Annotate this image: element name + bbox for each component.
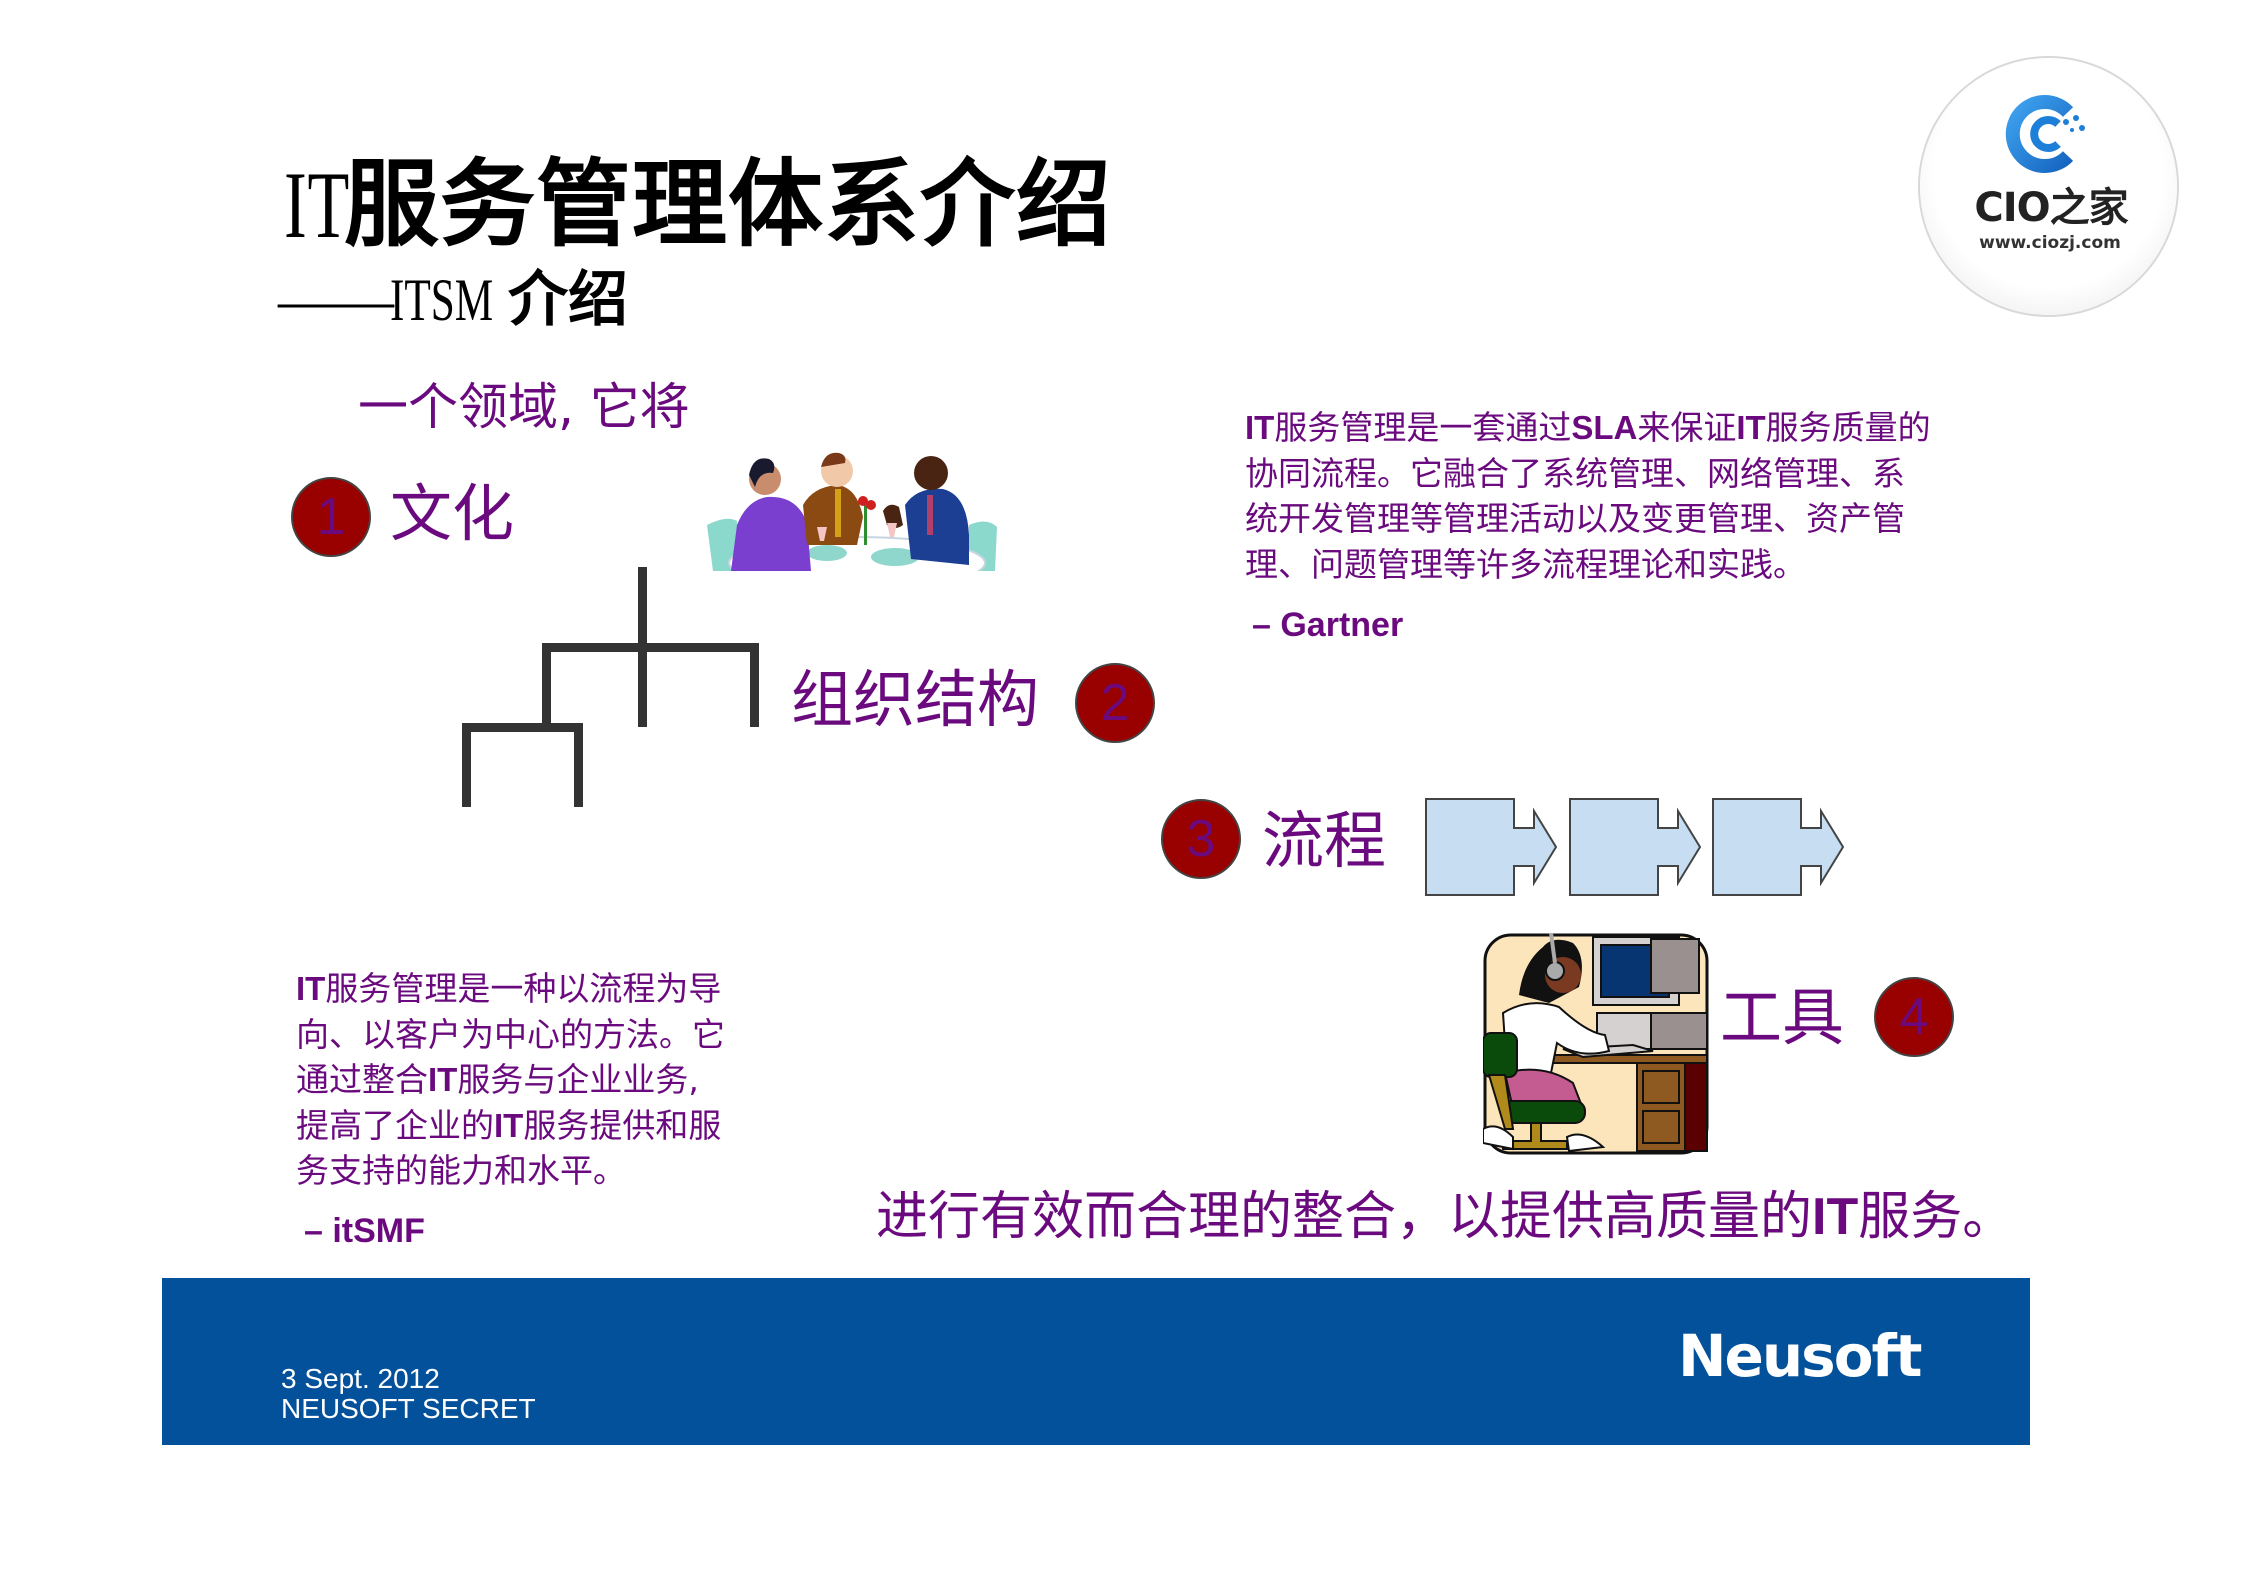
- quote-line: 向、以客户为中心的方法。它: [296, 1014, 725, 1054]
- itsmf-quote: IT服务管理是一种以流程为导 向、以客户为中心的方法。它 通过整合IT服务与企业…: [296, 966, 725, 1194]
- org-line: [542, 643, 551, 728]
- quote-line: IT服务管理是一种以流程为导: [296, 969, 722, 1008]
- label-tools: 工具: [1720, 981, 1845, 1054]
- org-line: [462, 723, 583, 732]
- label-org-structure: 组织结构: [791, 663, 1040, 736]
- logo-url: www.ciozj.com: [1979, 233, 2121, 253]
- badge-4: 4: [1874, 977, 1954, 1057]
- page-title: IT服务管理体系介绍: [284, 150, 1112, 260]
- badge-3: 3: [1161, 799, 1241, 879]
- title-latin: IT: [284, 152, 351, 258]
- gartner-quote: IT服务管理是一套通过SLA来保证IT服务质量的 协同流程。它融合了系统管理、网…: [1245, 405, 1931, 587]
- quote-line: 通过整合IT服务与企业业务,: [296, 1060, 699, 1099]
- closing-statement: 进行有效而合理的整合，以提供高质量的IT服务。: [876, 1182, 2014, 1252]
- closing-bold: IT: [1812, 1188, 1859, 1246]
- quote-line: 提高了企业的IT服务提供和服: [296, 1105, 722, 1145]
- subtitle-latin: ITSM: [390, 267, 494, 333]
- cio-c-icon: [2005, 95, 2085, 173]
- org-line: [750, 643, 759, 727]
- quote-line: 统开发管理等管理活动以及变更管理、资产管: [1245, 499, 1905, 538]
- footer-classification: NEUSOFT SECRET: [281, 1393, 536, 1424]
- footer-date: 3 Sept. 2012: [281, 1363, 440, 1394]
- quote-line: 协同流程。它融合了系统管理、网络管理、系: [1245, 453, 1905, 493]
- label-culture: 文化: [390, 477, 515, 550]
- org-line: [574, 723, 583, 807]
- logo-brand: CIO之家: [1974, 185, 2128, 231]
- title-cjk: 服务管理体系介绍: [344, 150, 1113, 260]
- org-line: [462, 723, 471, 807]
- quote-line: IT服务管理是一套通过SLA来保证IT服务质量的: [1245, 408, 1931, 447]
- subtitle-cjk: 介绍: [508, 265, 628, 335]
- label-process: 流程: [1262, 804, 1387, 877]
- process-arrows-icon: [1425, 798, 1845, 896]
- quote-line: 务支持的能力和水平。: [296, 1151, 626, 1190]
- subtitle-dash: ——: [278, 267, 394, 333]
- computer-operator-icon: [1483, 933, 1709, 1155]
- org-line: [542, 643, 759, 652]
- closing-text-end: 服务。: [1858, 1187, 2015, 1247]
- gartner-attribution: – Gartner: [1252, 606, 1404, 644]
- intro-text: 一个领域, 它将: [358, 378, 690, 436]
- business-meeting-icon: [707, 452, 997, 571]
- footer-band: [162, 1278, 2030, 1445]
- cio-logo: CIO之家 www.ciozj.com: [1920, 58, 2177, 315]
- neusoft-logo: Neusoft: [1678, 1322, 1922, 1390]
- badge-1: 1: [291, 477, 371, 557]
- badge-2: 2: [1075, 663, 1155, 743]
- quote-line: 理、问题管理等许多流程理论和实践。: [1245, 544, 1806, 584]
- closing-text: 进行有效而合理的整合，以提供高质量的: [876, 1187, 1813, 1247]
- itsmf-attribution: – itSMF: [304, 1212, 425, 1250]
